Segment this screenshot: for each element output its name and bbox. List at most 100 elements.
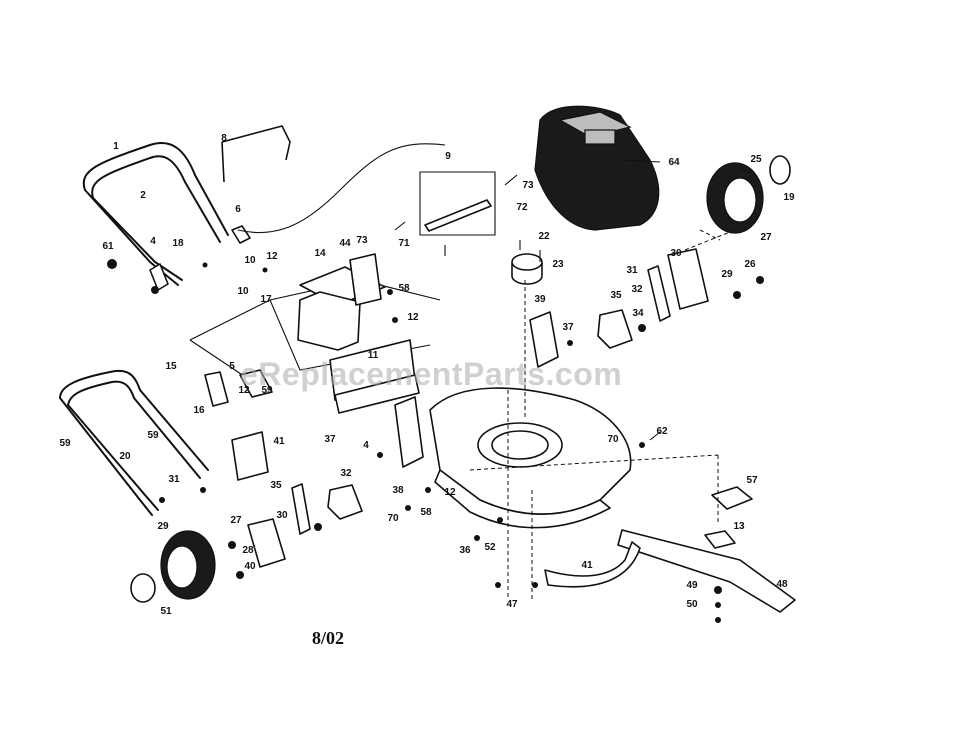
callout-label: 41	[273, 436, 285, 447]
control-cable	[237, 143, 446, 234]
cable-bracket	[424, 199, 492, 232]
watermark-text: eReplacementParts.com	[240, 356, 623, 392]
callout-label: 14	[314, 248, 326, 259]
callout-label: 50	[686, 599, 698, 610]
callout-label: 25	[750, 154, 762, 165]
callout-label: 62	[656, 426, 668, 437]
callout-label: 35	[610, 290, 622, 301]
callout-label: 4	[363, 440, 369, 451]
callout-label: 48	[776, 579, 788, 590]
callout-label: 32	[340, 468, 352, 479]
callout-label: 44	[339, 238, 351, 249]
callout-label: 71	[398, 238, 410, 249]
side-plate-40	[394, 396, 424, 468]
upper-handle-icon	[82, 142, 251, 291]
callout-label: 72	[516, 202, 528, 213]
fasteners	[107, 259, 764, 623]
callout-label: 4	[150, 236, 156, 247]
height-lever-31-right	[647, 265, 671, 322]
mower-deck	[429, 387, 632, 529]
callout-label: 18	[172, 238, 184, 249]
cable-box	[419, 171, 496, 236]
callout-label: 39	[534, 294, 546, 305]
side-plate-39	[529, 311, 559, 368]
callout-label: 28	[242, 545, 254, 556]
callout-label: 20	[119, 451, 131, 462]
mount-plate-15	[204, 371, 229, 407]
callout-label: 6	[235, 204, 241, 215]
assembly-line-axle	[684, 229, 736, 251]
callout-label: 59	[59, 438, 71, 449]
callout-label: 29	[157, 521, 169, 532]
callout-label: 10	[244, 255, 256, 266]
callout-label: 26	[744, 259, 756, 270]
callout-label: 12	[407, 312, 419, 323]
wheel-bracket-30-right	[667, 248, 709, 310]
leader-lines	[394, 159, 756, 441]
callout-label: 64	[668, 157, 680, 168]
bracket-4	[231, 431, 269, 481]
callout-label: 70	[607, 434, 619, 445]
lower-handle-icon	[59, 370, 209, 516]
callout-label: 17	[260, 294, 272, 305]
callout-label: 12	[444, 487, 456, 498]
callout-label: 15	[165, 361, 177, 372]
callout-label: 30	[670, 248, 682, 259]
callout-label: 57	[746, 475, 758, 486]
callout-label: 8	[221, 133, 227, 144]
control-bail	[221, 125, 291, 183]
callout-label: 58	[398, 283, 410, 294]
blade-icon	[617, 529, 796, 613]
callout-label: 40	[244, 561, 256, 572]
callout-label: 52	[484, 542, 496, 553]
engine-icon	[534, 105, 660, 231]
date-code: 8/02	[312, 628, 345, 648]
mount-plate-16	[239, 369, 273, 398]
callout-label: 29	[721, 269, 733, 280]
assembly-line-deck	[469, 280, 719, 600]
callout-label: 23	[552, 259, 564, 270]
callout-label: 47	[506, 599, 518, 610]
callout-label: 32	[631, 284, 643, 295]
callout-label: 5	[229, 361, 235, 372]
rear-bracket	[297, 291, 361, 351]
callout-label: 27	[230, 515, 242, 526]
hubcap-19	[769, 155, 791, 185]
callout-label: 61	[102, 241, 114, 252]
wheel-bracket-30-left	[247, 518, 286, 568]
wheel-icon	[160, 162, 764, 600]
callout-label: 31	[168, 474, 180, 485]
mount-plate-14	[349, 253, 382, 306]
baffle-51	[544, 541, 641, 588]
callout-label: 10	[237, 286, 249, 297]
callout-label: 38	[392, 485, 404, 496]
callout-label: 37	[562, 322, 574, 333]
callout-label: 34	[632, 308, 644, 319]
callout-label: 16	[193, 405, 205, 416]
callout-label: 36	[459, 545, 471, 556]
callout-label: 30	[276, 510, 288, 521]
callout-label: 27	[760, 232, 772, 243]
height-adjuster-35-left	[327, 484, 363, 520]
callout-label: 12	[238, 385, 250, 396]
callout-label: 12	[266, 251, 278, 262]
callout-label: 1	[113, 141, 119, 152]
hubcap-13	[130, 573, 156, 603]
callout-label: 37	[324, 434, 336, 445]
callout-label: 11	[367, 350, 379, 361]
callout-label: 59	[147, 430, 159, 441]
height-adjuster-35-right	[597, 309, 633, 349]
callout-label: 59	[261, 385, 273, 396]
callout-label: 51	[160, 606, 172, 617]
callout-label: 35	[270, 480, 282, 491]
height-lever-31-left	[291, 483, 311, 535]
callout-label: 41	[581, 560, 593, 571]
rear-door-lower	[334, 374, 420, 414]
callout-label: 73	[522, 180, 534, 191]
callout-label: 58	[420, 507, 432, 518]
blade-clip	[711, 486, 753, 510]
callout-label: 13	[733, 521, 745, 532]
callout-label: 73	[356, 235, 368, 246]
